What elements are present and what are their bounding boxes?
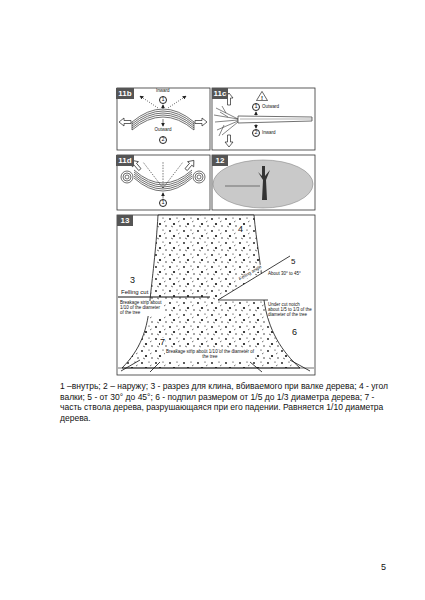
node-text: ! [261, 95, 263, 101]
callout-circle: 2 [159, 136, 168, 145]
direction-label: Inward [262, 131, 276, 136]
node-text: 13 [121, 217, 130, 225]
figure-number: 13 [117, 215, 133, 226]
node-text: 1 [161, 200, 164, 206]
node-text: 11b [118, 90, 131, 98]
block-arrows [129, 158, 197, 172]
callout-number: 7 [160, 338, 165, 348]
figure-number: 11b [116, 88, 133, 99]
log-roll [195, 173, 203, 181]
figure-caption: 1 –внутрь; 2 – наружу; 3 - разрез для кл… [60, 381, 390, 424]
block-arrows [119, 118, 207, 126]
callout-circle: 1 [252, 103, 261, 112]
bark-line [240, 119, 312, 120]
dashed-line [143, 162, 163, 188]
callout-number: 5 [291, 258, 295, 267]
force-arrow [163, 105, 164, 109]
log-roll [193, 171, 205, 183]
tree-trunk [238, 116, 312, 123]
note-text: Breakage strip about 1/10 of the diamete… [165, 350, 255, 360]
felling-cut-line [118, 296, 210, 297]
dotted-arrow [168, 96, 186, 108]
callout-circle: 1 [159, 96, 168, 105]
dashed-line [163, 161, 164, 188]
figure-number: 11d [116, 155, 133, 166]
fallen-tree [214, 106, 312, 136]
panel-frame [212, 155, 315, 210]
node-text: 2 [254, 130, 257, 136]
log-roll [123, 173, 131, 181]
direction-label: Outward [155, 128, 172, 133]
dashed-fan [143, 161, 183, 188]
force-arrow [163, 193, 164, 199]
direction-line [225, 186, 260, 187]
callout-number: 4 [238, 225, 243, 235]
panel-frame [212, 88, 315, 150]
warning-triangle: ! [256, 91, 268, 101]
note-text: Breakage strip about 1/10 of the diamete… [120, 301, 164, 316]
node-text: 12 [216, 157, 225, 165]
force-arrows [256, 112, 257, 128]
direction-label: Inward [156, 89, 170, 94]
figure-number: 12 [212, 155, 228, 166]
felling-zone [213, 160, 313, 208]
tree-crown [214, 106, 238, 136]
callout-number: 3 [130, 276, 135, 286]
log-roll [121, 171, 133, 183]
triangle-shape [256, 91, 267, 100]
figure-number: 11c [212, 88, 229, 99]
notch-floor [218, 300, 268, 301]
page-number: 5 [381, 563, 386, 573]
part-label: Felling cut [121, 289, 148, 296]
angle-note: About 30° to 45° [268, 272, 301, 277]
node-text: 11d [118, 157, 131, 165]
ground-line [118, 368, 314, 369]
callout-number: 6 [292, 328, 297, 338]
force-arrow [256, 112, 257, 116]
node-text: 1 [254, 104, 257, 110]
tree-silhouette [258, 166, 270, 200]
tree-felling [118, 215, 314, 372]
force-arrow [256, 124, 257, 128]
dotted-arrow [140, 96, 158, 108]
block-arrow [225, 135, 233, 147]
panel-frame [117, 155, 210, 210]
block-arrow [183, 158, 197, 172]
tree-trunk [122, 215, 300, 368]
block-arrow [119, 118, 131, 126]
note-text: Under cut notch about 1/5 to 1/3 of the … [268, 303, 312, 318]
block-arrows [225, 93, 233, 147]
callout-circle: 1 [159, 199, 168, 208]
force-arrow [163, 119, 164, 126]
panel-frame [117, 88, 210, 150]
danger-zone [213, 160, 313, 208]
node-text: 11c [214, 90, 227, 98]
block-arrow [195, 118, 207, 126]
direction-label: Outward [262, 105, 279, 110]
notch-slant [218, 256, 290, 300]
log-roll [197, 175, 201, 179]
tree-roots [121, 360, 310, 372]
panel-frame [117, 215, 315, 375]
panel-frames [117, 88, 315, 375]
force-arrows [140, 96, 186, 126]
callout-circle: 2 [252, 129, 261, 138]
dashed-line [163, 162, 183, 188]
bent-log-up [132, 109, 194, 130]
node-text: 1 [161, 97, 164, 103]
node-text: 2 [161, 137, 164, 143]
log-roll [125, 175, 129, 179]
